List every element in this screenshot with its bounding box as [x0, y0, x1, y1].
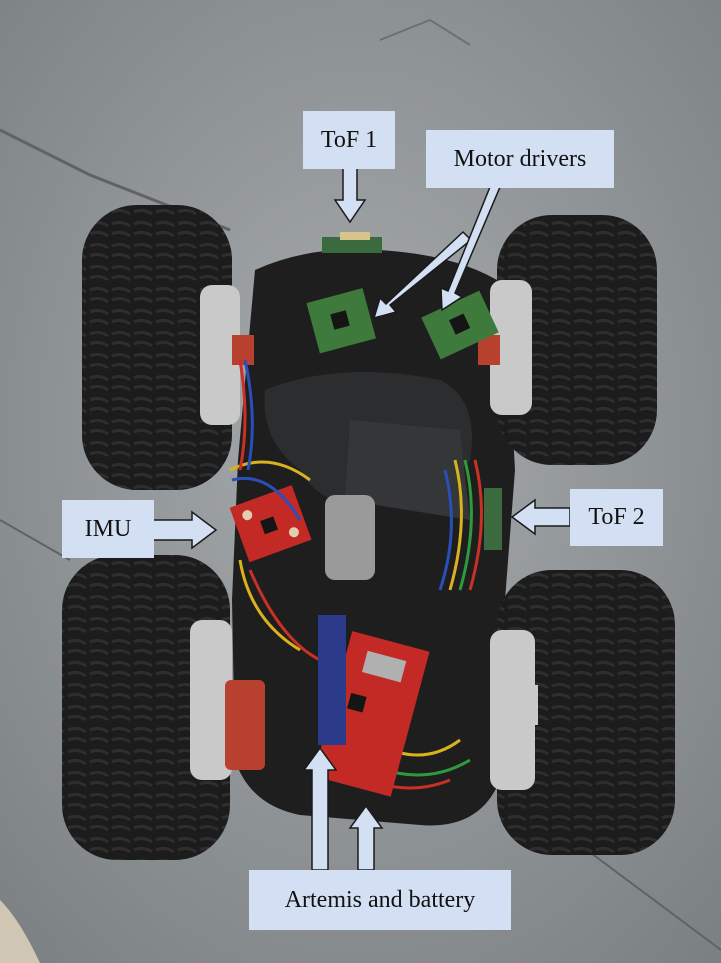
tof2-sensor: [484, 488, 502, 550]
tof1-sensor: [322, 237, 382, 253]
motor: [325, 495, 375, 580]
black-tape: [345, 420, 470, 520]
wheel-front-right: [478, 215, 657, 465]
label-tof1: ToF 1: [303, 111, 395, 169]
wire-bundle: [229, 359, 483, 790]
wheel-front-left: [82, 205, 254, 490]
arrow: [152, 167, 571, 871]
motor-driver-right: [421, 290, 499, 360]
wheel-rear-left: [62, 555, 265, 860]
label-imu: IMU: [62, 500, 154, 558]
rug-corner: [0, 900, 40, 963]
floor-crack: [0, 519, 71, 561]
floor-crack: [379, 18, 471, 46]
wheel-rear-right: [490, 570, 675, 855]
label-artemis-battery: Artemis and battery: [249, 870, 511, 930]
label-tof2: ToF 2: [570, 489, 663, 546]
tof1-pins: [340, 232, 370, 240]
motor-driver-left: [306, 288, 376, 354]
label-motor-drivers: Motor drivers: [426, 130, 614, 188]
battery: [318, 615, 346, 745]
